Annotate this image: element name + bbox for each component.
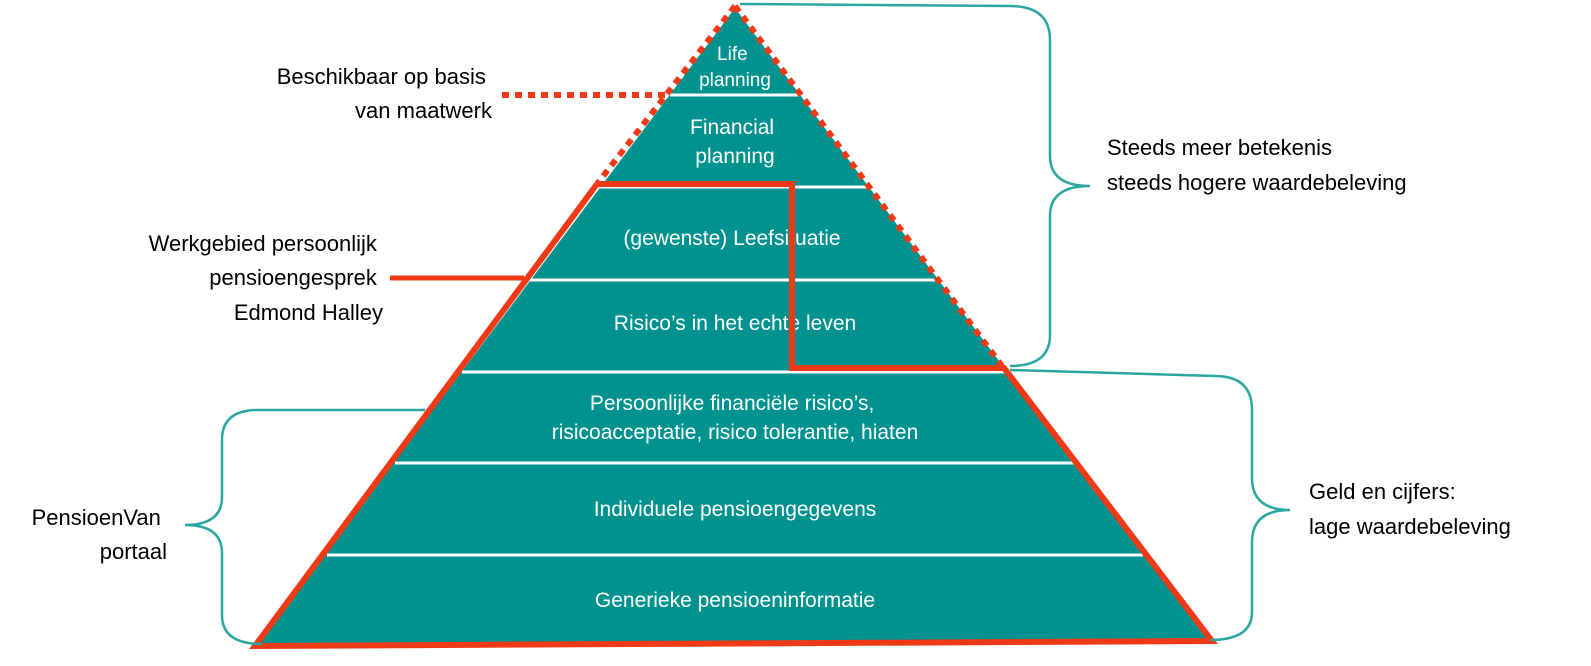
custom-work-dotted-outline (502, 4, 1005, 368)
money-brace (1009, 368, 1291, 642)
portal-label: PensioenVan portaal (32, 505, 167, 564)
pyramid-body (258, 8, 1210, 643)
tier-5-line-1: Persoonlijke financiële risico’s, (590, 392, 874, 415)
custom-work-line-1: Beschikbaar op basis (277, 64, 486, 89)
money-label: Geld en cijfers: lage waardebeleving (1309, 479, 1511, 539)
money-line-1: Geld en cijfers: (1309, 479, 1456, 504)
conversation-area-outline (249, 181, 1219, 650)
meaning-line-1: Steeds meer betekenis (1107, 135, 1332, 160)
money-line-2: lage waardebeleving (1309, 514, 1511, 539)
conversation-label: Werkgebied persoonlijk pensioengesprek E… (149, 231, 383, 325)
tier-5-label: Persoonlijke financiële risico’s, risico… (552, 392, 919, 444)
dotted-left-edge (594, 4, 738, 186)
tier-7-label: Generieke pensioeninformatie (595, 589, 875, 612)
tier-2-line-1: Financial (690, 116, 774, 139)
tier-5-line-2: risicoacceptatie, risico tolerantie, hia… (552, 421, 919, 444)
meaning-line-2: steeds hogere waardebeleving (1107, 170, 1407, 195)
meaning-brace (739, 2, 1091, 368)
portal-line-1: PensioenVan (32, 505, 161, 530)
conversation-line-3: Edmond Halley (234, 300, 383, 325)
tier-1-line-2: planning (699, 70, 771, 91)
tier-3-label: (gewenste) Leefsituatie (623, 227, 840, 250)
tier-6-label: Individuele pensioengegevens (594, 498, 877, 521)
meaning-label: Steeds meer betekenis steeds hogere waar… (1107, 135, 1407, 195)
custom-work-line-2: van maatwerk (355, 98, 493, 123)
conversation-line-1: Werkgebied persoonlijk (149, 231, 378, 256)
tier-1-label: Life planning (699, 44, 771, 91)
custom-work-label: Beschikbaar op basis van maatwerk (277, 64, 493, 123)
tier-4-label: Risico’s in het echte leven (614, 312, 856, 335)
portal-brace (184, 408, 425, 646)
portal-line-2: portaal (100, 539, 167, 564)
tier-2-label: Financial planning (690, 116, 780, 168)
tier-2-line-2: planning (695, 145, 774, 168)
dotted-right-edge (732, 4, 1005, 368)
conversation-line-2: pensioengesprek (209, 265, 378, 290)
tier-1-line-1: Life (717, 44, 748, 65)
